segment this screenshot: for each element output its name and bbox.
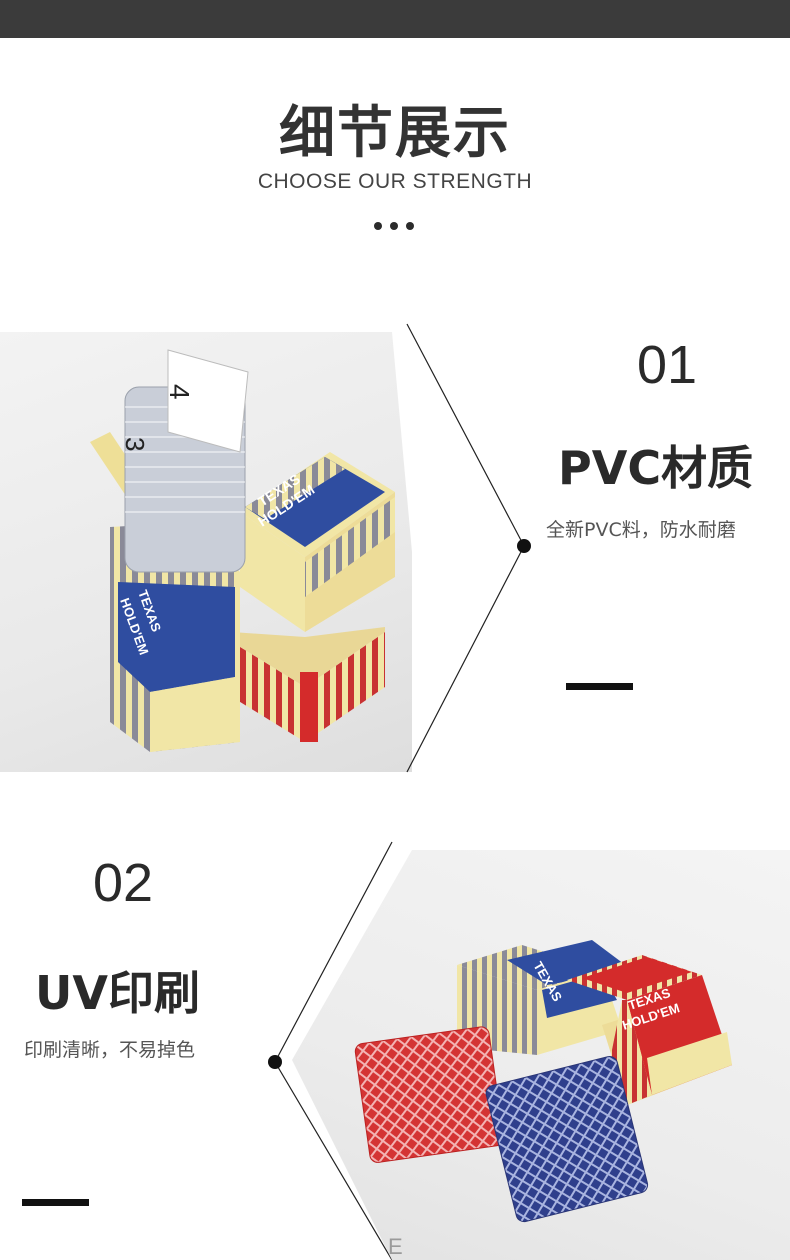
feature-title-2: UV印刷 (35, 966, 200, 1020)
timeline-dot-1 (517, 539, 531, 553)
timeline-dot-2 (268, 1055, 282, 1069)
dots-divider (370, 222, 420, 232)
page-title: 细节展示 (279, 101, 511, 166)
photo-uv-printing: TEXAS TEXAS HOLD'EM E (292, 850, 790, 1260)
top-bar (0, 0, 790, 38)
feature-title-1: PVC材质 (558, 441, 754, 495)
watermark: E (388, 1234, 403, 1259)
feature-number-1: 01 (637, 335, 698, 395)
page-subtitle: CHOOSE OUR STRENGTH (257, 170, 533, 193)
photo-pvc-material: 4 3 TEXAS HOLD'EM TEXAS HOLD'EM (0, 332, 412, 772)
card-rank-front: 4 (164, 384, 195, 400)
card-rank-back: 3 (120, 437, 150, 451)
accent-bar-1 (566, 683, 633, 690)
feature-desc-2: 印刷清晰，不易掉色 (24, 1039, 196, 1061)
feature-desc-1: 全新PVC料，防水耐磨 (546, 519, 736, 541)
feature-number-2: 02 (93, 853, 154, 913)
accent-bar-2 (22, 1199, 89, 1206)
